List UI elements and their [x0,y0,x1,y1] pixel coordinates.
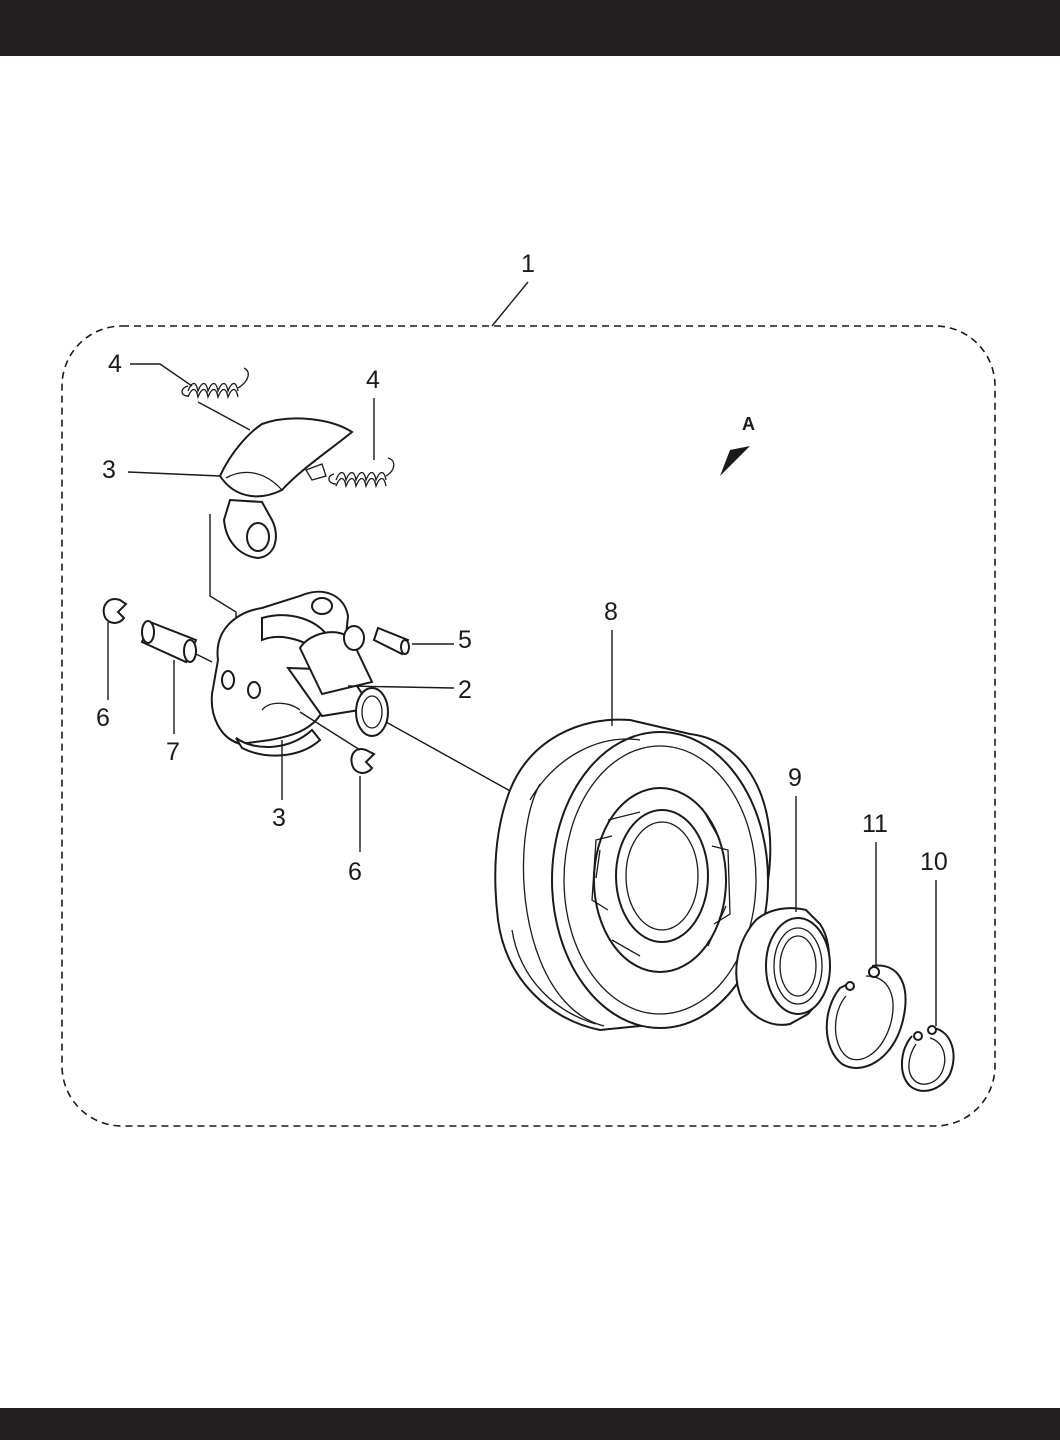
callout-4-upper-right: 4 [366,366,380,394]
callout-4-upper-left: 4 [108,350,122,378]
callout-10: 10 [920,848,948,876]
exploded-parts-diagram: 1 4 3 4 A 6 7 [0,0,1060,1408]
brake-shoe-upper [220,418,352,558]
callout-2: 2 [458,676,472,704]
collar [142,621,196,662]
axis-leader [386,722,512,792]
leader-spring-shoe [198,402,250,430]
callout-11: 11 [862,810,888,838]
footer-bar [0,1408,1060,1440]
spring-upper-right [329,458,394,486]
circlip-large [827,966,906,1068]
e-clip-lower [352,749,374,773]
bearing [736,908,830,1025]
callout-5: 5 [458,626,472,654]
callout-6-lower: 6 [348,858,362,886]
pin [374,628,409,654]
leader-4-upper-left [130,364,192,386]
backing-plate [212,592,388,749]
callout-7: 7 [166,738,180,766]
view-arrow-label: A [742,414,755,434]
callout-9: 9 [788,764,802,792]
callout-6-left: 6 [96,704,110,732]
callout-3-lower: 3 [272,804,286,832]
leader-collar-plate [196,654,212,662]
leader-3-upper [128,472,220,476]
view-arrow-icon [720,446,750,476]
circlip-small [902,1026,954,1091]
brake-drum [495,720,770,1030]
leader-1 [492,282,528,326]
e-clip-left [104,599,126,623]
spring-upper-left [182,368,248,397]
callout-8: 8 [604,598,618,626]
callout-3-upper: 3 [102,456,116,484]
callout-1: 1 [521,250,535,278]
leader-2 [348,686,454,688]
